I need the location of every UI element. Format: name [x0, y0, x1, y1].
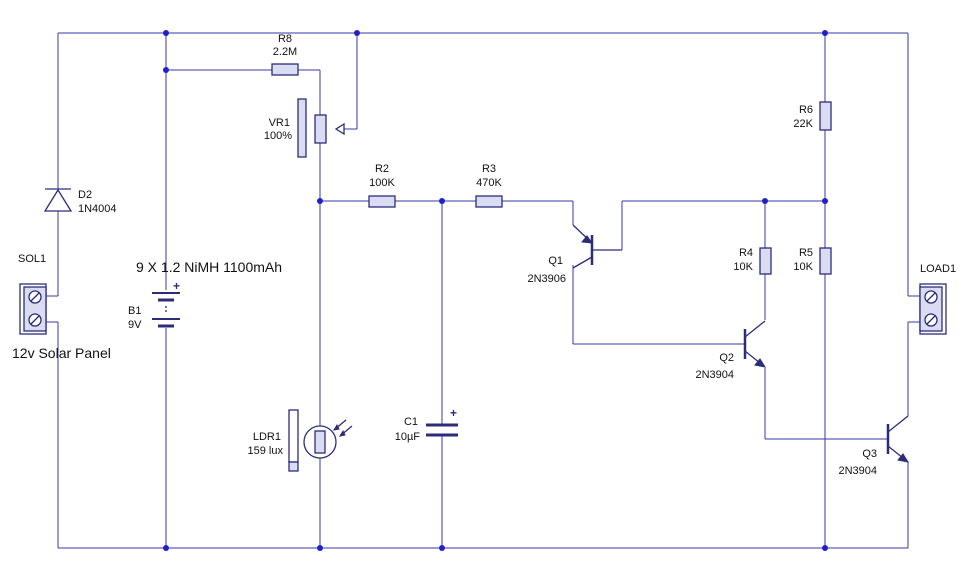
transistor-q3: Q3 2N3904: [838, 405, 910, 477]
r6-value: 22K: [793, 118, 813, 130]
q2-value: 2N3904: [695, 369, 734, 381]
d2-ref: D2: [78, 189, 92, 201]
q2-ref: Q2: [719, 352, 734, 364]
wires: [57, 32, 909, 549]
c1-value: 10µF: [395, 431, 421, 443]
c1-ref: C1: [404, 416, 418, 428]
q3-value: 2N3904: [838, 465, 877, 477]
capacitor-c1: + C1 10µF: [395, 406, 458, 443]
sol1-ref: SOL1: [18, 253, 46, 265]
q1-ref: Q1: [548, 255, 563, 267]
load1-ref: LOAD1: [920, 263, 956, 275]
diode-d2: D2 1N4004: [43, 170, 117, 230]
r8-ref: R8: [278, 33, 292, 45]
transistor-q1: Q1 2N3906: [527, 201, 622, 285]
vr1-value: 100%: [264, 130, 292, 142]
potentiometer-vr1: VR1 100%: [264, 98, 345, 158]
resistor-r6: R6 22K: [793, 101, 832, 131]
r2-value: 100K: [369, 177, 395, 189]
resistor-r3: R3 470K: [475, 163, 503, 208]
r5-value: 10K: [793, 261, 813, 273]
transistor-q2: Q2 2N3904: [695, 320, 767, 381]
b1-note: 9 X 1.2 NiMH 1100mAh: [136, 259, 282, 275]
resistor-r2: R2 100K: [368, 163, 396, 208]
sol1-value: 12v Solar Panel: [12, 345, 111, 361]
b1-plus-icon: +: [173, 279, 180, 293]
b1-value: 9V: [128, 319, 142, 331]
r6-ref: R6: [799, 104, 813, 116]
battery-b1: + B1 9V 9 X 1.2 NiMH 1100mAh: [128, 259, 282, 331]
r8-value: 2.2M: [273, 46, 297, 58]
d2-value: 1N4004: [78, 203, 117, 215]
junction-nodes: [163, 30, 828, 551]
r4-value: 10K: [733, 261, 753, 273]
vr1-ref: VR1: [269, 117, 290, 129]
r3-ref: R3: [482, 163, 496, 175]
ldr1-ref: LDR1: [253, 431, 281, 443]
r3-value: 470K: [476, 177, 502, 189]
c1-plus-icon: +: [450, 406, 457, 420]
ldr-ldr1: LDR1 159 lux: [248, 409, 353, 472]
resistor-r4: R4 10K: [733, 247, 772, 275]
resistor-r8: R8 2.2M: [271, 33, 299, 76]
r2-ref: R2: [375, 163, 389, 175]
resistor-r5: R5 10K: [793, 247, 832, 275]
terminal-sol1: SOL1 12v Solar Panel: [12, 253, 111, 361]
q1-value: 2N3906: [527, 273, 566, 285]
q3-ref: Q3: [862, 448, 877, 460]
r4-ref: R4: [739, 247, 753, 259]
r5-ref: R5: [799, 247, 813, 259]
ldr1-value: 159 lux: [248, 445, 284, 457]
terminal-load1: LOAD1: [908, 263, 956, 335]
b1-ref: B1: [128, 305, 141, 317]
